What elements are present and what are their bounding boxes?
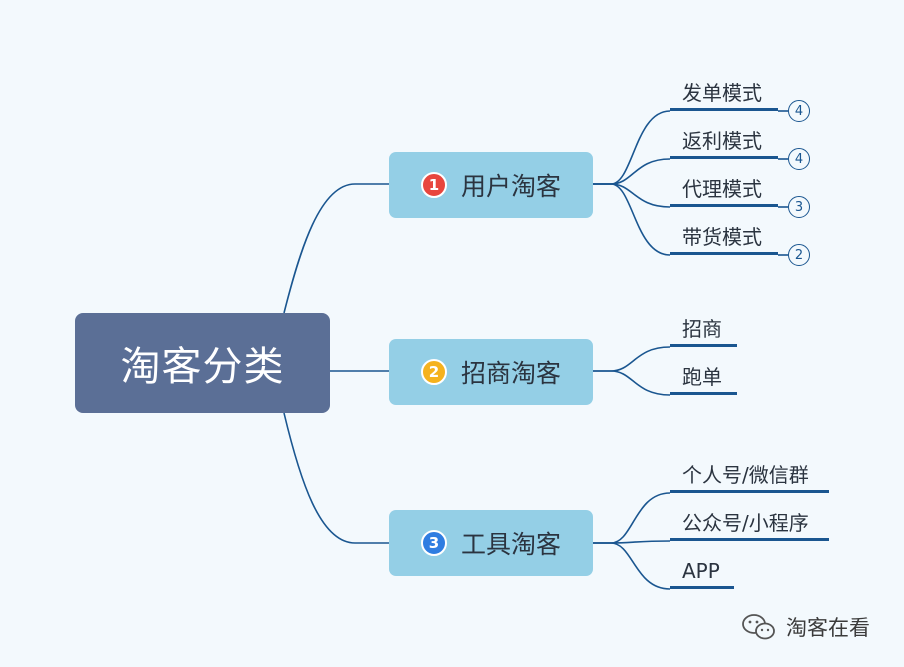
leaf-order-mode[interactable]: 发单模式: [670, 80, 778, 111]
connector-root-to-branch-3: [283, 412, 389, 544]
connector-root-to-branch-1: [283, 183, 389, 314]
connector-branch-1-leaf-2: [593, 158, 671, 185]
watermark-text: 淘客在看: [786, 616, 870, 640]
number-2-badge-icon: 2: [420, 359, 447, 385]
leaf-label: 发单模式: [682, 81, 762, 105]
subtopic-count-badge[interactable]: 2: [788, 244, 810, 266]
leaf-label: APP: [682, 559, 720, 583]
branch-label: 工具淘客: [460, 530, 561, 559]
leaf-label: 跑单: [682, 365, 722, 389]
number-3-badge-icon: 3: [420, 530, 447, 556]
connector-branch-1-leaf-3: [593, 183, 671, 208]
subtopic-count-badge[interactable]: 3: [788, 196, 810, 218]
branch-user-taoke[interactable]: 1 用户淘客: [389, 152, 593, 218]
root-label: 淘客分类: [120, 344, 285, 390]
connector-branch-1-leaf-1: [593, 110, 671, 185]
leaf-app[interactable]: APP: [670, 558, 734, 589]
leaf-label: 代理模式: [682, 177, 762, 201]
subtopic-count-badge[interactable]: 4: [788, 148, 810, 170]
connector-branch-2-leaf-1: [593, 346, 671, 372]
leaf-personal-wechat-group[interactable]: 个人号/微信群: [670, 462, 829, 493]
number-1-badge-icon: 1: [420, 172, 447, 198]
leaf-label: 个人号/微信群: [682, 463, 809, 487]
subtopic-count-badge[interactable]: 4: [788, 100, 810, 122]
branch-label: 招商淘客: [460, 359, 561, 388]
leaf-agent-mode[interactable]: 代理模式: [670, 176, 778, 207]
leaf-label: 招商: [682, 317, 722, 341]
wechat-icon: [742, 614, 775, 640]
leaf-run-order[interactable]: 跑单: [670, 364, 737, 395]
leaf-livesell-mode[interactable]: 带货模式: [670, 224, 778, 255]
leaf-rebate-mode[interactable]: 返利模式: [670, 128, 778, 159]
connector-branch-2-leaf-2: [593, 370, 671, 396]
watermark: 淘客在看: [740, 612, 870, 642]
leaf-label: 公众号/小程序: [682, 511, 809, 535]
leaf-label: 返利模式: [682, 129, 762, 153]
connector-branch-1-leaf-4: [593, 183, 671, 256]
connector-branch-3-leaf-3: [593, 542, 671, 590]
leaf-merchant[interactable]: 招商: [670, 316, 737, 347]
root-node[interactable]: 淘客分类: [75, 313, 330, 413]
branch-tool-taoke[interactable]: 3 工具淘客: [389, 510, 593, 576]
branch-merchant-taoke[interactable]: 2 招商淘客: [389, 339, 593, 405]
leaf-label: 带货模式: [682, 225, 762, 249]
branch-label: 用户淘客: [460, 172, 561, 201]
connector-branch-3-leaf-1: [593, 492, 671, 544]
leaf-official-miniprogram[interactable]: 公众号/小程序: [670, 510, 829, 541]
